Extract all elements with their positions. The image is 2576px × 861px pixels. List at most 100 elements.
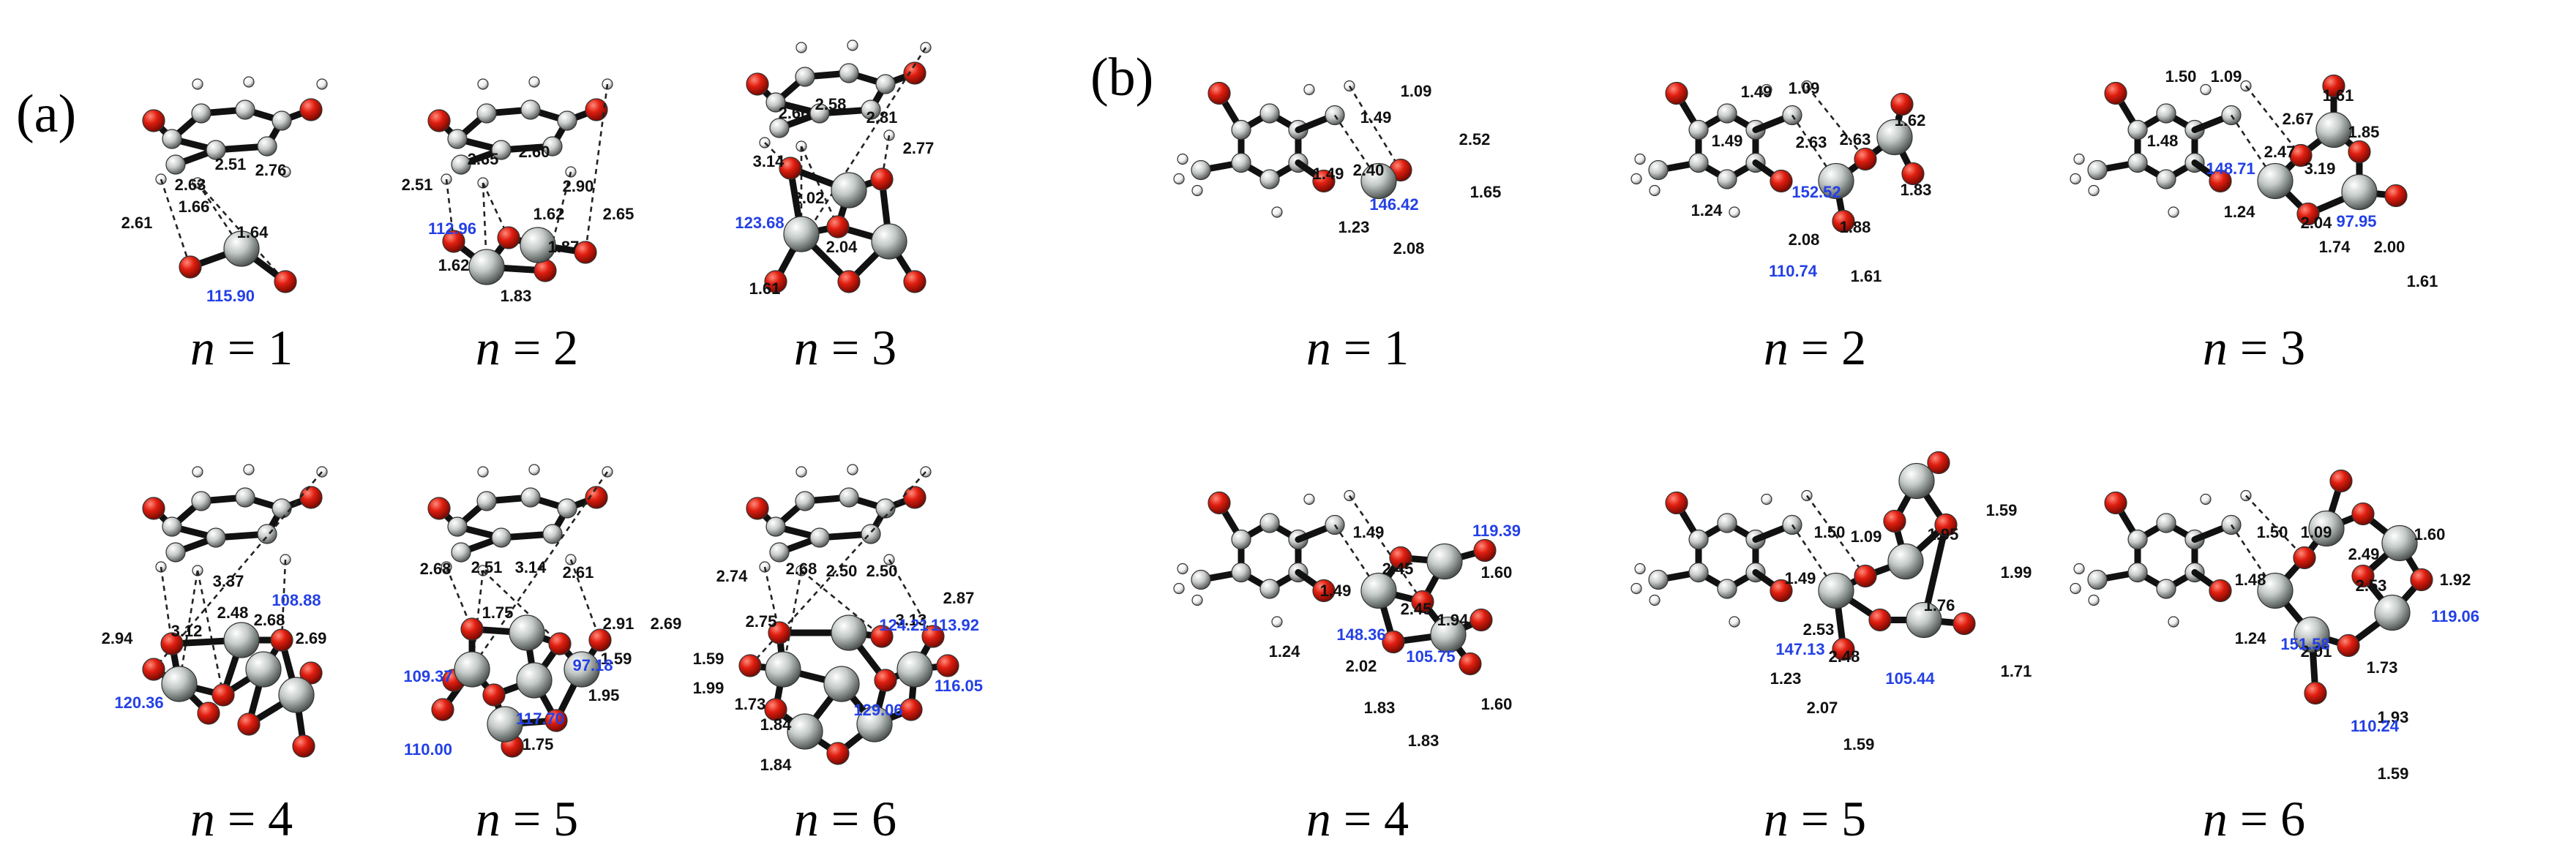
- caption-a-n4: n = 4: [190, 791, 293, 846]
- bond-distance-label: 1.76: [1924, 596, 1955, 614]
- metal-atom: [1426, 543, 1463, 580]
- hydrogen-atom: [2200, 493, 2212, 505]
- metal-atom: [2315, 111, 2352, 148]
- hbond-line: [1348, 495, 1424, 603]
- metal-atom: [1360, 162, 1397, 200]
- bond-distance-label: 2.45: [1382, 560, 1414, 578]
- metal-atom: [520, 227, 556, 263]
- bond-distance-label: 2.02: [793, 189, 825, 207]
- bond-distance-label: 1.64: [237, 223, 269, 241]
- bond-angle-label: 110.00: [404, 740, 452, 759]
- hbond-line: [2230, 114, 2277, 182]
- oxygen-atom: [2351, 502, 2375, 526]
- carbon-atom: [447, 129, 468, 149]
- carbon-atom: [165, 154, 186, 175]
- carbon-atom: [2127, 152, 2148, 173]
- bond-distance-label: 2.68: [786, 560, 817, 578]
- bond-distance-label: 2.48: [1829, 647, 1860, 666]
- carbon-atom: [839, 63, 859, 83]
- oxygen-atom: [292, 734, 315, 758]
- bond-distance-label: 1.50: [2257, 523, 2288, 541]
- oxygen-atom: [585, 98, 608, 121]
- structure-b-n4: [1173, 489, 1497, 676]
- carbon-atom: [1717, 513, 1737, 533]
- bond-distance-label: 2.53: [1803, 620, 1835, 639]
- carbon-atom: [839, 487, 859, 508]
- hbond-line: [160, 178, 192, 268]
- bond-angle-label: 147.13: [1775, 640, 1824, 658]
- oxygen-atom: [299, 486, 323, 509]
- carbon-atom: [272, 498, 292, 519]
- bond-angle-label: 108.88: [272, 591, 321, 609]
- oxygen-atom: [870, 168, 894, 191]
- bond-distance-label: 2.66: [779, 104, 810, 122]
- bond-distance-label: 1.92: [2440, 571, 2471, 589]
- caption-group: n = 1 n = 2 n = 3 n = 4 n = 5 n = 6 n = …: [190, 320, 2305, 846]
- bond-distance-label: 1.09: [2211, 67, 2242, 86]
- bond-distance-label: 1.61: [2407, 272, 2438, 290]
- bond-distance-label: 2.74: [716, 567, 749, 585]
- hbond-line: [445, 566, 473, 630]
- caption-b-n4: n = 4: [1306, 791, 1409, 846]
- bond-distance-label: 1.50: [1814, 523, 1846, 541]
- bond-distance-label: 1.83: [1364, 699, 1396, 717]
- oxygen-atom: [1469, 608, 1493, 632]
- bond-distance-label: 1.24: [2224, 203, 2256, 221]
- bond-distance-label: 1.87: [548, 238, 580, 256]
- carbon-atom: [1688, 119, 1709, 140]
- metal-atom: [831, 614, 867, 651]
- metal-atom: [765, 651, 801, 688]
- carbon-atom: [2087, 159, 2108, 181]
- carbon-atom: [1259, 103, 1280, 124]
- hydrogen-atom: [847, 40, 858, 51]
- hydrogen-atom: [1729, 616, 1740, 628]
- carbon-atom: [2156, 579, 2176, 599]
- bond-distance-label: 2.01: [2301, 642, 2332, 661]
- oxygen-atom: [2322, 74, 2345, 98]
- carbon-atom: [235, 99, 255, 120]
- hbond-line: [763, 566, 781, 633]
- hydrogen-atom: [192, 466, 203, 478]
- hydrogen-atom: [1271, 206, 1283, 218]
- bond-distance-label: 2.47: [2264, 143, 2296, 161]
- carbon-atom: [1191, 569, 1211, 590]
- oxygen-atom: [1665, 81, 1688, 105]
- bond-distance-label: 2.68: [254, 611, 285, 629]
- bond-distance-label: 2.69: [296, 629, 327, 647]
- bond-distance-label: 1.60: [1481, 695, 1513, 713]
- metal-atom: [1887, 543, 1924, 580]
- oxygen-atom: [899, 698, 923, 721]
- bond-angle-label: 146.42: [1369, 195, 1418, 214]
- metal-atom: [1818, 162, 1854, 200]
- hbond-line: [197, 182, 286, 282]
- carbon-atom: [257, 136, 277, 157]
- bond-distance-label: 2.75: [746, 612, 777, 631]
- caption-a-n1: n = 1: [190, 320, 293, 375]
- bond-distance-label: 3.37: [213, 572, 244, 590]
- carbon-atom: [809, 103, 830, 124]
- bond-distance-label: 1.59: [601, 650, 632, 668]
- carbon-atom: [447, 516, 468, 537]
- oxygen-atom: [870, 625, 894, 648]
- caption-b-n5: n = 5: [1764, 791, 1866, 846]
- bond-distance-label: 2.07: [1807, 699, 1838, 717]
- oxygen-atom: [2410, 568, 2433, 592]
- bond-angle-label: 129.06: [853, 701, 902, 719]
- bond-distance-label: 2.90: [563, 177, 594, 195]
- oxygen-atom: [2351, 564, 2375, 588]
- bond-angle-label: 120.36: [114, 693, 163, 712]
- bond-distance-label: 2.51: [471, 558, 503, 576]
- bond-distance-label: 1.49: [1313, 165, 1344, 183]
- hydrogen-atom: [2088, 594, 2100, 606]
- bond-angle-label: 119.39: [1472, 522, 1521, 540]
- hydrogen-atom: [528, 76, 540, 88]
- carbon-atom: [1259, 579, 1280, 599]
- oxygen-atom: [1832, 637, 1855, 661]
- carbon-atom: [491, 527, 512, 548]
- metal-atom: [1818, 572, 1854, 609]
- carbon-atom: [235, 487, 255, 508]
- metal-atom: [245, 651, 282, 688]
- carbon-atom: [1259, 169, 1280, 189]
- hydrogen-atom: [795, 42, 807, 53]
- oxygen-atom: [2337, 633, 2360, 658]
